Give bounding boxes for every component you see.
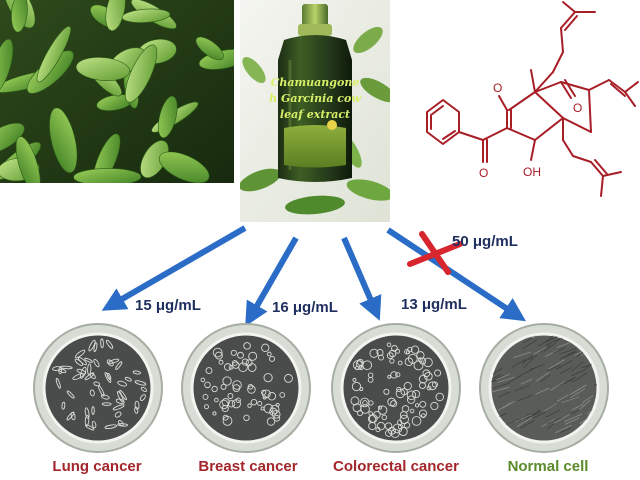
dish-normal bbox=[479, 323, 609, 453]
svg-text:O: O bbox=[479, 166, 488, 180]
label-normal-cell: Normal cell bbox=[507, 458, 589, 475]
conc-lung: 15 μg/mL bbox=[135, 297, 201, 314]
svg-text:O: O bbox=[493, 81, 502, 95]
hydroxyl-label: OH bbox=[523, 165, 541, 179]
bottle-label-line2: h Garcinia cow bbox=[269, 92, 361, 105]
label-lung-cancer: Lung cancer bbox=[52, 458, 142, 475]
dish-colorectal bbox=[331, 323, 461, 453]
conc-normal: 50 μg/mL bbox=[452, 233, 518, 250]
bottle-label-line3: leaf extract bbox=[280, 108, 350, 121]
arrow-lung bbox=[101, 225, 247, 311]
label-breast-cancer: Breast cancer bbox=[198, 458, 298, 475]
conc-colorectal: 13 μg/mL bbox=[401, 296, 467, 313]
leaves-photo bbox=[0, 0, 234, 183]
dish-breast bbox=[181, 323, 311, 453]
svg-text:O: O bbox=[573, 101, 582, 115]
dish-lung bbox=[33, 323, 163, 453]
extract-bottle-photo: Chamuangone h Garcinia cow leaf extract bbox=[240, 0, 390, 222]
bottle-label-line1: Chamuangone bbox=[271, 76, 360, 89]
conc-breast: 16 μg/mL bbox=[272, 299, 338, 316]
label-colorectal-cancer: Colorectal cancer bbox=[333, 458, 459, 475]
chamuangone-structure: O O OH O bbox=[395, 0, 640, 230]
arrow-colorectal bbox=[341, 236, 382, 321]
